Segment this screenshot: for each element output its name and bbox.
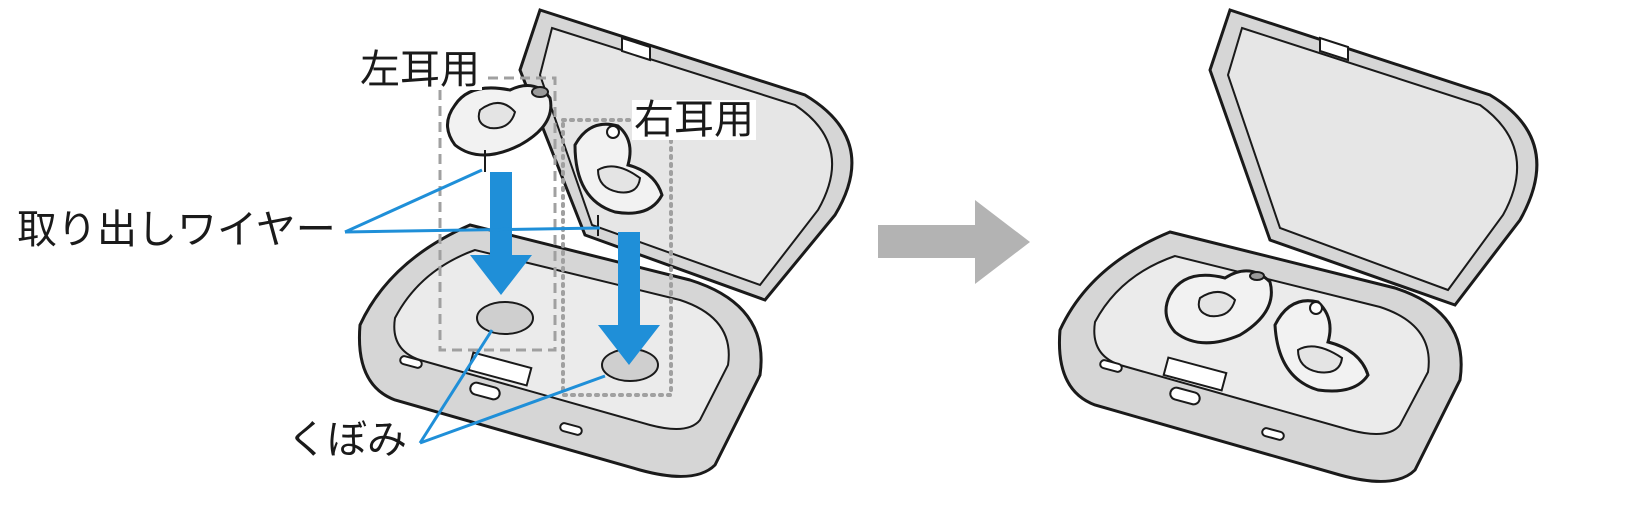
open-case-before xyxy=(344,8,854,478)
arrow-down-icon xyxy=(470,172,532,295)
open-case-after xyxy=(1057,8,1539,483)
left-earbud-guide-box xyxy=(438,76,557,352)
left-cavity xyxy=(476,301,534,335)
arrow-right-icon xyxy=(878,200,1030,284)
dent-callout xyxy=(418,329,606,445)
right-ear-label: 右耳用 xyxy=(632,97,756,143)
right-earbud xyxy=(573,122,664,236)
right-earbud xyxy=(1273,299,1370,393)
lid-latch xyxy=(621,36,651,62)
case-lid-inner xyxy=(1226,26,1518,292)
dent-label: くぼみ xyxy=(287,417,407,463)
left-earbud xyxy=(1164,269,1273,345)
case-lid-inner xyxy=(538,26,833,287)
indicator-slot xyxy=(1169,386,1201,406)
right-earbud-guide-box xyxy=(561,118,673,397)
vent-slot-left xyxy=(399,355,423,369)
vent-slot-right xyxy=(559,422,583,436)
contact-block xyxy=(1162,356,1228,392)
removal-wire-callout xyxy=(344,168,601,234)
indicator-slot xyxy=(469,381,501,401)
vent-slot-right xyxy=(1261,427,1285,441)
arrow-down-icon xyxy=(598,232,660,365)
vent-slot-left xyxy=(1099,359,1123,373)
lid-latch xyxy=(1319,36,1349,62)
left-earbud xyxy=(446,84,553,172)
left-ear-label: 左耳用 xyxy=(358,47,482,93)
removal-wire-label: 取り出しワイヤー xyxy=(17,207,336,253)
